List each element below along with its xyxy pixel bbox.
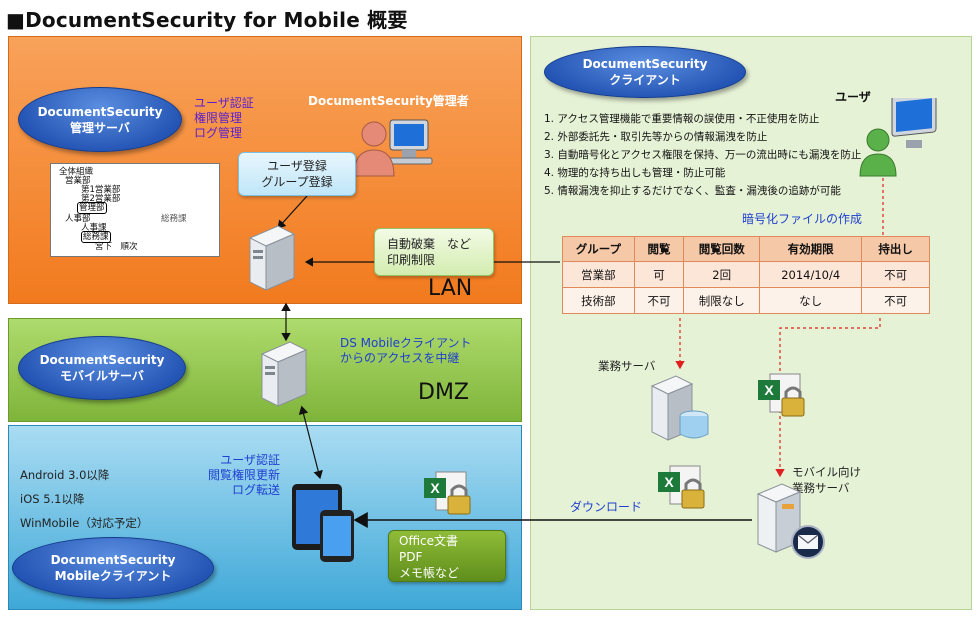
tree-node[interactable]: 宮下 順次 — [95, 242, 138, 252]
feature-item: 5. 情報漏洩を抑止するだけでなく、監査・漏洩後の追跡が可能 — [544, 185, 841, 197]
callout-line: グループ登録 — [261, 175, 333, 189]
mobile-business-server-icon — [756, 483, 825, 559]
column-header: グループ — [562, 236, 635, 262]
encrypted-excel-icon: X — [758, 373, 805, 417]
table-cell: 不可 — [861, 261, 930, 288]
callout-line: ユーザ登録 — [267, 159, 327, 173]
column-header: 有効期限 — [759, 236, 863, 262]
permission-table: グループ 閲覧 閲覧回数 有効期限 持出し 営業部 可 2回 2014/10/4… — [562, 236, 930, 314]
doc-types-callout: Office文書 PDF メモ帳など — [388, 530, 506, 582]
user-label: ユーザ — [835, 90, 871, 104]
feature-item: 1. アクセス管理機能で重要情報の誤使用・不正使用を防止 — [544, 113, 820, 125]
user-person-icon — [859, 98, 937, 177]
dmz-relay-text: DS Mobileクライアント からのアクセスを中継 — [340, 336, 472, 366]
business-server-icon — [650, 375, 709, 441]
platform-item: WinMobile（対応予定） — [20, 516, 149, 530]
business-server-label: 業務サーバ — [598, 359, 656, 373]
arrow-registration-to-server — [277, 195, 308, 229]
relay-line: DS Mobileクライアント — [340, 336, 472, 350]
table-cell: 2014/10/4 — [759, 261, 863, 288]
mobile-server-label: DocumentSecurity モバイルサーバ — [39, 353, 165, 383]
table-row: 技術部 不可 制限なし なし 不可 — [562, 287, 930, 314]
svg-text:X: X — [764, 382, 774, 398]
mobile-server-icon — [260, 341, 308, 407]
function-item: ユーザ認証 — [194, 96, 254, 110]
page-title: ■DocumentSecurity for Mobile 概要 — [6, 8, 408, 32]
org-tree-window: 全体組織 営業部 第1営業部 第2営業部 管理部 人事部 人事課 総務課 宮下 … — [50, 163, 220, 257]
dmz-label: DMZ — [418, 380, 469, 405]
arrow-dmz-mobile — [298, 405, 323, 480]
encrypt-label: 暗号化ファイルの作成 — [742, 212, 863, 226]
client-label: DocumentSecurity クライアント — [582, 57, 708, 87]
feature-item: 2. 外部委託先・取引先等からの情報漏洩を防止 — [544, 131, 768, 143]
table-row: 営業部 可 2回 2014/10/4 不可 — [562, 261, 930, 288]
function-item: ユーザ認証 — [220, 453, 280, 467]
tree-node[interactable]: 営業部 — [65, 176, 91, 186]
doc-type: メモ帳など — [399, 566, 460, 580]
feature-item: 3. 自動暗号化とアクセス権限を保持、万一の流出時にも漏洩を防止 — [544, 149, 862, 161]
callout-line: 印刷制限 — [387, 253, 436, 267]
admin-person-icon — [353, 119, 433, 177]
download-label: ダウンロード — [570, 500, 643, 514]
restriction-callout: 自動破棄 など 印刷制限 — [374, 228, 494, 276]
relay-line: からのアクセスを中継 — [340, 351, 460, 365]
admin-label: DocumentSecurity管理者 — [308, 94, 469, 108]
function-item: ログ転送 — [231, 483, 280, 497]
tree-node-highlighted[interactable]: 管理部 — [77, 202, 107, 214]
function-item: 閲覧権限更新 — [207, 468, 280, 482]
doc-type: Office文書 — [399, 534, 459, 548]
svg-text:X: X — [430, 480, 440, 496]
encrypted-excel-icon: X — [424, 471, 471, 515]
lan-label: LAN — [428, 276, 473, 301]
mobile-business-server-label: モバイル向け 業務サーバ — [792, 464, 861, 496]
registration-callout: ユーザ登録 グループ登録 — [238, 152, 356, 196]
mobile-device-icon — [292, 484, 354, 562]
client-feature-list: 1. アクセス管理機能で重要情報の誤使用・不正使用を防止 2. 外部委託先・取引… — [544, 110, 861, 200]
client-ellipse: DocumentSecurity クライアント — [544, 46, 746, 98]
tree-node[interactable]: 人事課 — [81, 223, 107, 233]
encrypted-excel-icon: X — [658, 465, 705, 509]
column-header: 閲覧 — [633, 236, 685, 262]
column-header: 持出し — [861, 236, 930, 262]
tree-node[interactable]: 第1営業部 — [81, 185, 121, 195]
feature-item: 4. 物理的な持ち出しも管理・防止可能 — [544, 167, 726, 179]
label-line: 業務サーバ — [792, 481, 850, 495]
table-cell: 可 — [633, 261, 685, 288]
function-item: 権限管理 — [194, 111, 243, 125]
doc-type: PDF — [399, 550, 423, 564]
callout-line: 自動破棄 など — [387, 237, 472, 251]
tree-node[interactable]: 人事部 — [65, 214, 91, 224]
platform-item: iOS 5.1以降 — [20, 492, 85, 506]
mobile-client-label: DocumentSecurity Mobileクライアント — [50, 553, 176, 583]
arrow-table-mobile-server — [775, 318, 881, 478]
label-line: モバイル向け — [792, 465, 861, 479]
lan-server-functions: ユーザ認証 権限管理 ログ管理 — [194, 96, 254, 141]
platform-item: Android 3.0以降 — [20, 468, 110, 482]
table-cell: 技術部 — [562, 287, 635, 314]
table-cell: 不可 — [861, 287, 930, 314]
table-cell: 営業部 — [562, 261, 635, 288]
svg-text:X: X — [664, 474, 674, 490]
function-item: ログ管理 — [194, 126, 243, 140]
mobile-server-ellipse: DocumentSecurity モバイルサーバ — [18, 336, 186, 400]
table-cell: 2回 — [683, 261, 761, 288]
table-cell: 制限なし — [683, 287, 761, 314]
management-server-icon — [248, 225, 296, 291]
management-server-label: DocumentSecurity 管理サーバ — [37, 104, 163, 135]
management-server-ellipse: DocumentSecurity 管理サーバ — [18, 87, 182, 152]
platform-list: Android 3.0以降 iOS 5.1以降 WinMobile（対応予定） — [20, 463, 148, 535]
mobile-client-ellipse: DocumentSecurity Mobileクライアント — [12, 537, 214, 599]
table-cell: なし — [759, 287, 863, 314]
table-cell: 不可 — [633, 287, 685, 314]
tree-node[interactable]: 第2営業部 — [81, 194, 121, 204]
tree-node[interactable]: 全体組織 — [59, 167, 94, 177]
table-header-row: グループ 閲覧 閲覧回数 有効期限 持出し — [562, 236, 930, 262]
column-header: 閲覧回数 — [683, 236, 761, 262]
tree-node[interactable]: 総務課 — [161, 214, 187, 224]
tree-node-highlighted[interactable]: 総務課 — [81, 231, 111, 243]
mobile-server-functions: ユーザ認証 閲覧権限更新 ログ転送 — [206, 453, 280, 498]
